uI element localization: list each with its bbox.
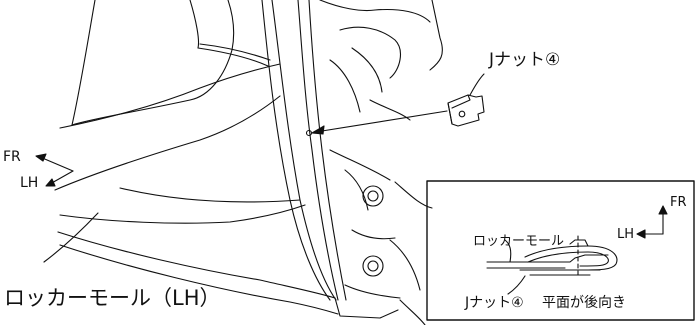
direction-fr-label: FR: [3, 149, 21, 165]
direction-indicator-main: [35, 153, 74, 187]
door-panel-outline: [71, 0, 271, 126]
inset-lh-label: LH: [617, 227, 635, 242]
j-nut-leader-line: [469, 73, 485, 96]
inset-fr-label: FR: [670, 195, 687, 210]
rocker-molding-leader: [43, 212, 99, 263]
inset-j-nut-label: Jナット④: [465, 295, 524, 311]
pillar-edge: [261, 0, 347, 301]
j-nut-label: Jナット④: [489, 50, 561, 70]
j-nut-install-hole: [305, 129, 313, 137]
inset-j-nut-leader: [507, 275, 526, 295]
direction-lh-label: LH: [20, 175, 39, 191]
inset-orientation-note: 平面が後向き: [542, 295, 626, 311]
inset-detail-box: [426, 180, 695, 321]
inner-body-panel: [319, 0, 443, 325]
rocker-molding-label: ロッカーモール（LH）: [4, 286, 221, 310]
inset-molding-leader: [504, 239, 512, 263]
rocker-molding-shape: [54, 63, 399, 319]
inset-rocker-molding-label: ロッカーモール: [473, 234, 565, 249]
j-nut-part-icon: [447, 94, 485, 127]
install-arrow: [311, 73, 485, 135]
